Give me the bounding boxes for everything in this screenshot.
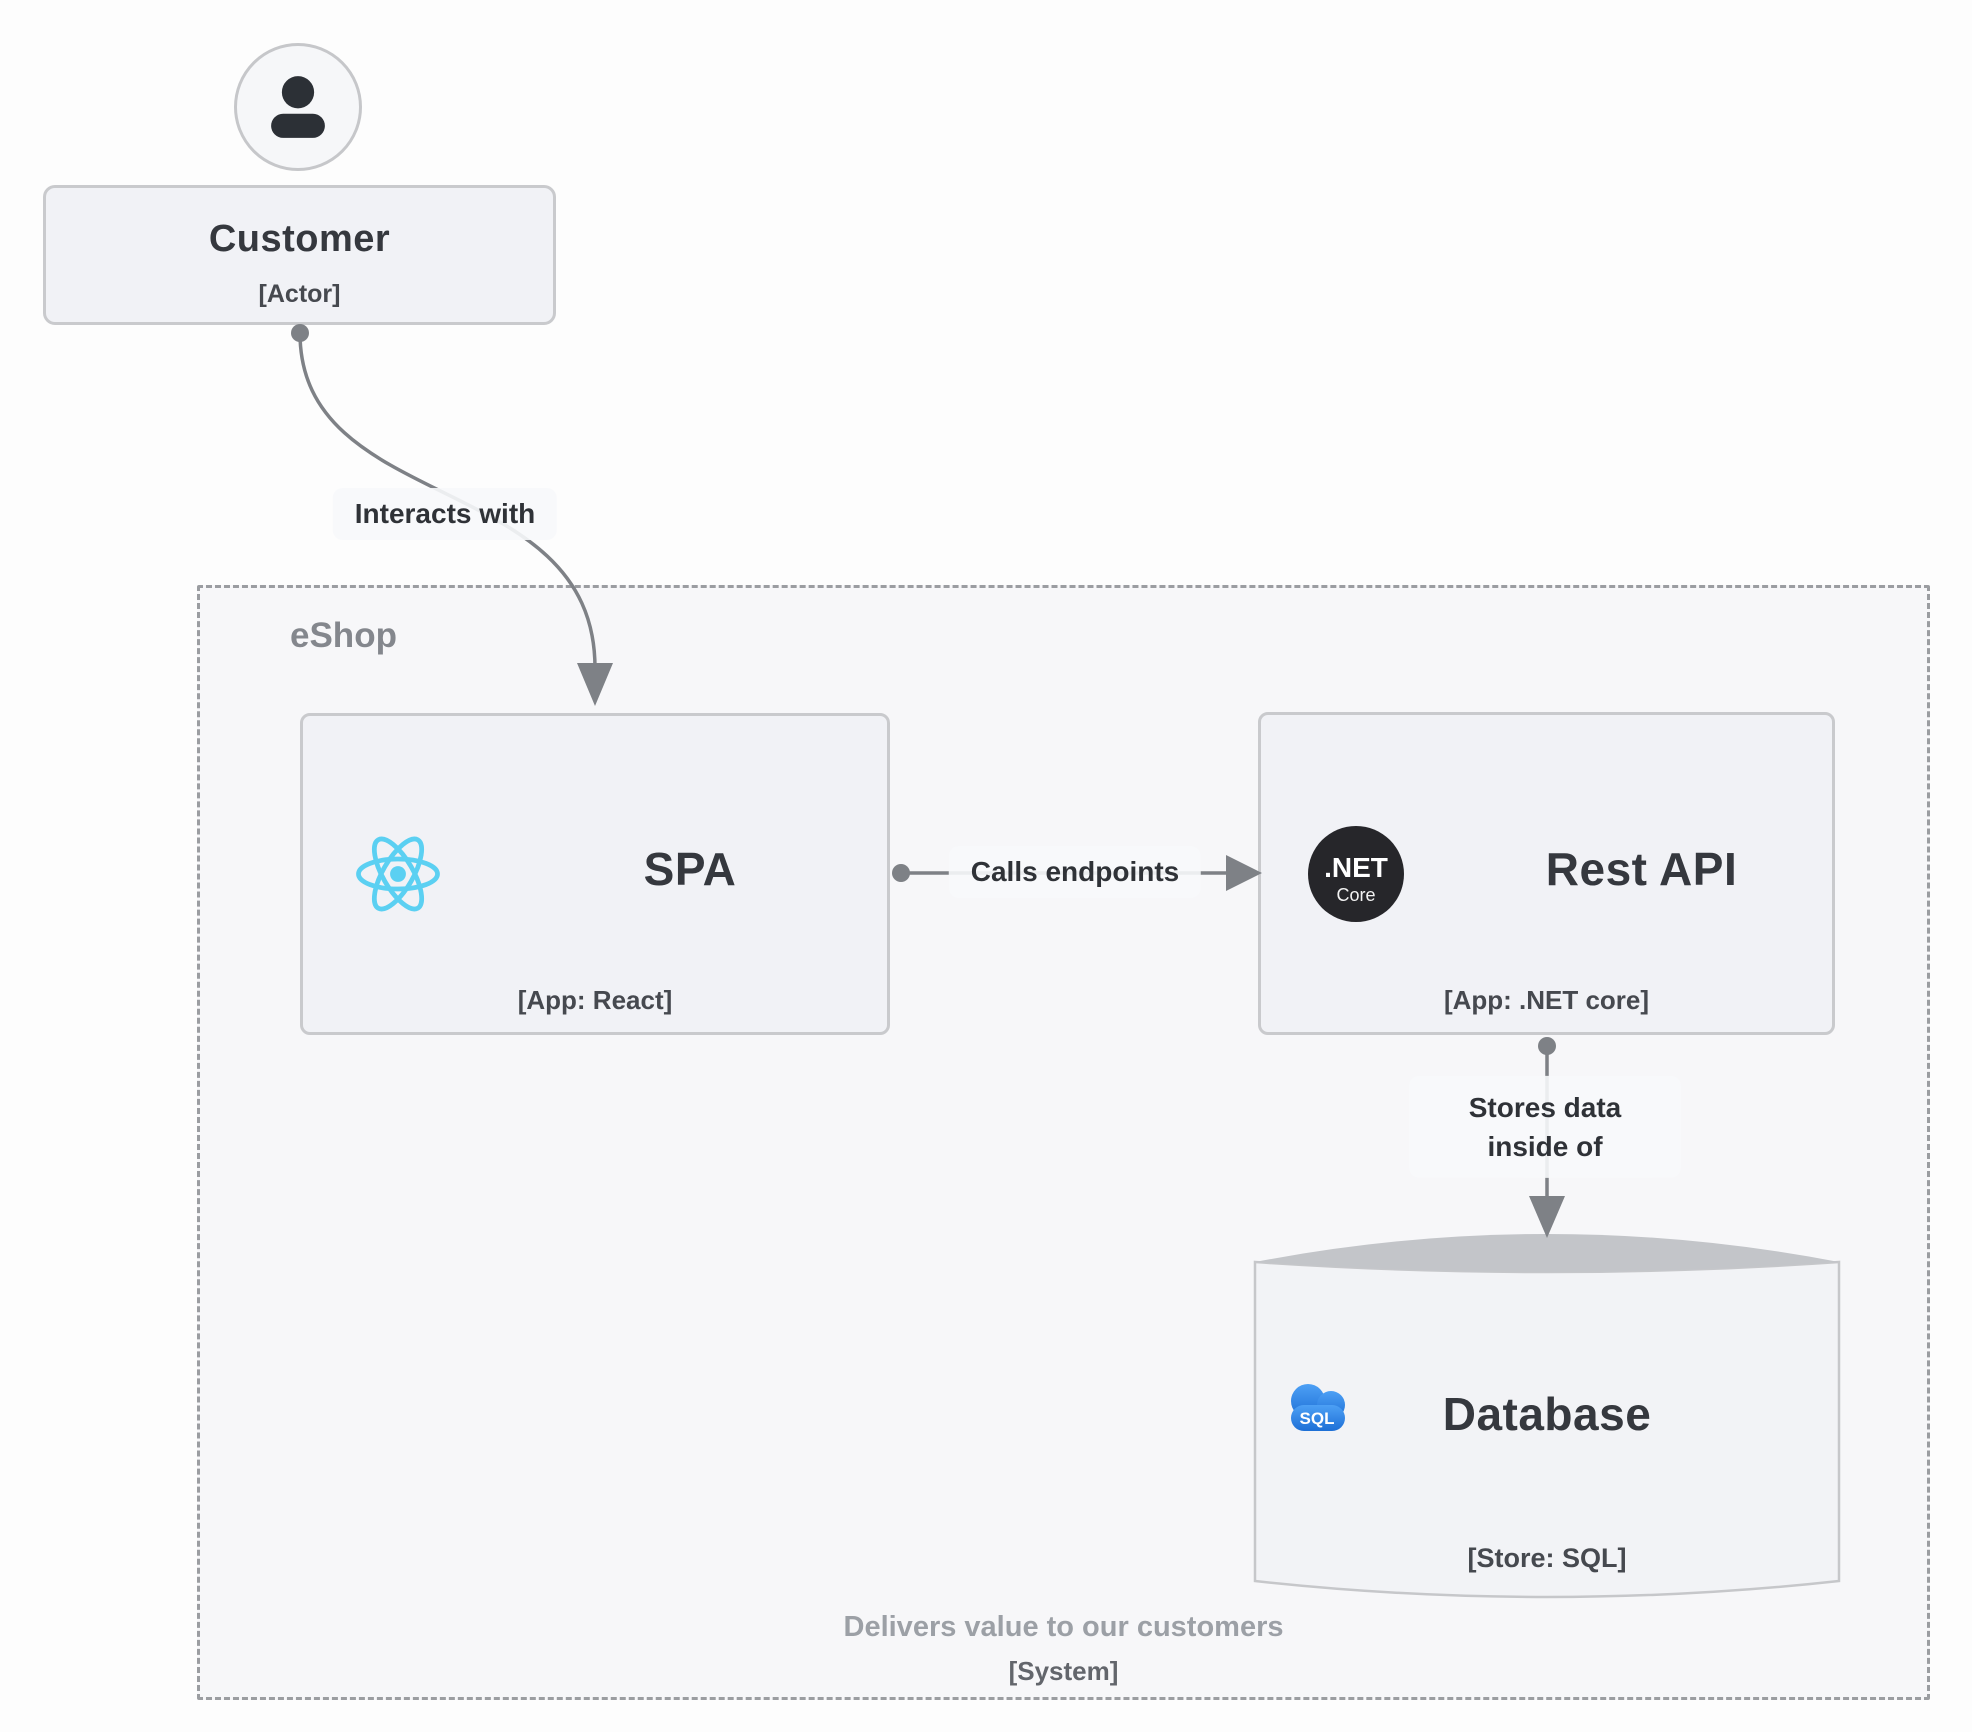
dotnet-icon-subtext: Core — [1336, 885, 1375, 905]
edge-label-stores: Stores data inside of — [1409, 1075, 1681, 1179]
system-footer-title: Delivers value to our customers — [843, 1611, 1284, 1643]
person-icon — [271, 76, 325, 138]
system-boundary-label: eShop — [290, 616, 397, 655]
dotnet-icon-text: .NET — [1324, 852, 1388, 883]
rest-api-title: Rest API — [1545, 842, 1738, 895]
react-icon — [356, 836, 440, 912]
edge-label-stores-text: Stores data inside of — [1468, 1091, 1622, 1162]
edge-label-calls: Calls endpoints — [948, 846, 1202, 898]
system-boundary-footer: Delivers value to our customers [System] — [200, 1611, 1927, 1687]
edge-label-interacts-text: Interacts with — [354, 498, 536, 529]
dotnet-core-icon: .NET Core — [1308, 825, 1404, 922]
actor-avatar — [234, 43, 362, 171]
database-cylinder — [1253, 1234, 1841, 1599]
spa-node: SPA [App: React] — [300, 713, 890, 1035]
spa-title: SPA — [643, 843, 737, 895]
rest-api-node: .NET Core Rest API [App: .NET core] — [1258, 712, 1835, 1035]
actor-node-customer: Customer [Actor] — [43, 185, 556, 325]
system-footer-subtitle: [System] — [1008, 1656, 1119, 1686]
actor-title: Customer — [208, 218, 391, 260]
edge-label-interacts: Interacts with — [332, 488, 558, 540]
edge-label-calls-text: Calls endpoints — [970, 856, 1180, 887]
edge-interacts-source-dot — [291, 324, 309, 342]
spa-subtitle: [App: React] — [517, 985, 673, 1015]
actor-subtitle: [Actor] — [258, 280, 341, 308]
rest-api-subtitle: [App: .NET core] — [1443, 985, 1650, 1015]
